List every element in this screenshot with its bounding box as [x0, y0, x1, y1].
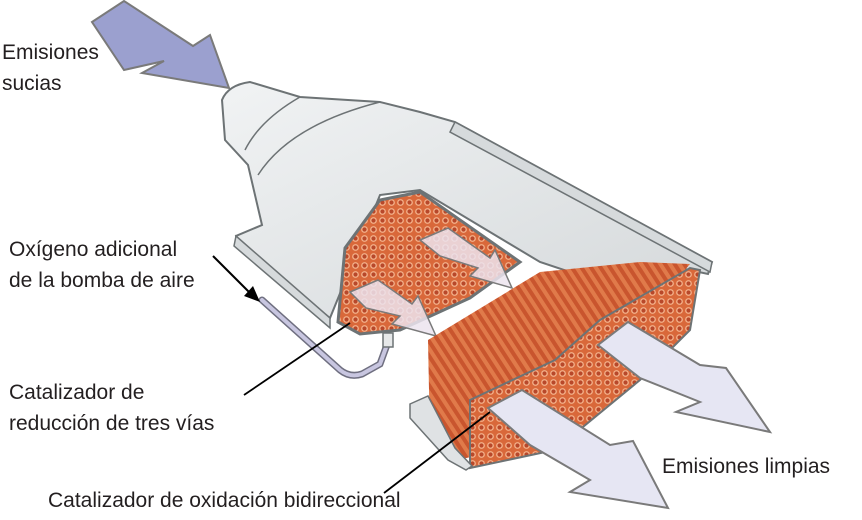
oxygen-leader-arrowhead — [244, 286, 260, 302]
reduction-leader-line — [243, 322, 351, 396]
reduction-catalyst-label: Catalizador de reducción de tres vías — [9, 377, 214, 439]
dirty-emissions-arrow — [90, 0, 231, 90]
oxidation-leader-line — [383, 411, 491, 494]
reduction-line2: reducción de tres vías — [9, 412, 215, 435]
reduction-line1: Catalizador de — [9, 381, 145, 404]
oxygen-line2: de la bomba de aire — [9, 269, 195, 292]
dirty-emissions-label: Emisiones sucias — [2, 37, 99, 99]
oxidation-catalyst-label: Catalizador de oxidación bidireccional — [48, 489, 401, 512]
clean-emissions-label: Emisiones limpias — [662, 455, 831, 478]
dirty-emissions-line2: sucias — [2, 72, 62, 95]
dirty-emissions-line1: Emisiones — [2, 41, 99, 64]
clean-emissions-arrow-upper — [596, 320, 773, 434]
oxygen-line1: Oxígeno adicional — [9, 238, 178, 261]
clean-emissions-arrow-lower — [486, 388, 670, 510]
oxygen-leader-line — [212, 255, 251, 294]
oxygen-label: Oxígeno adicional de la bomba de aire — [9, 234, 195, 296]
